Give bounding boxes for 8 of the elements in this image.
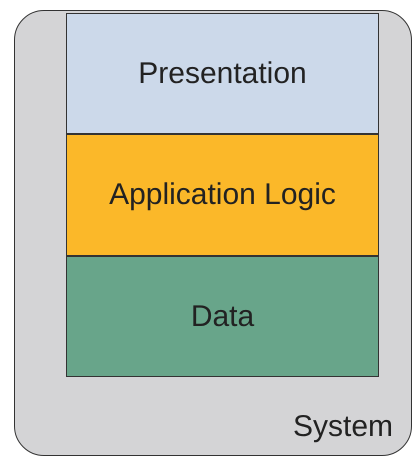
layer-box bbox=[66, 134, 379, 256]
layer-label: Application Logic bbox=[108, 177, 337, 213]
layer-label: Data bbox=[190, 298, 256, 334]
system-panel bbox=[14, 10, 412, 456]
panel-label: System bbox=[292, 409, 393, 445]
layer-box bbox=[66, 13, 379, 134]
layer-box bbox=[66, 256, 379, 377]
layer-label: Presentation bbox=[137, 56, 308, 92]
